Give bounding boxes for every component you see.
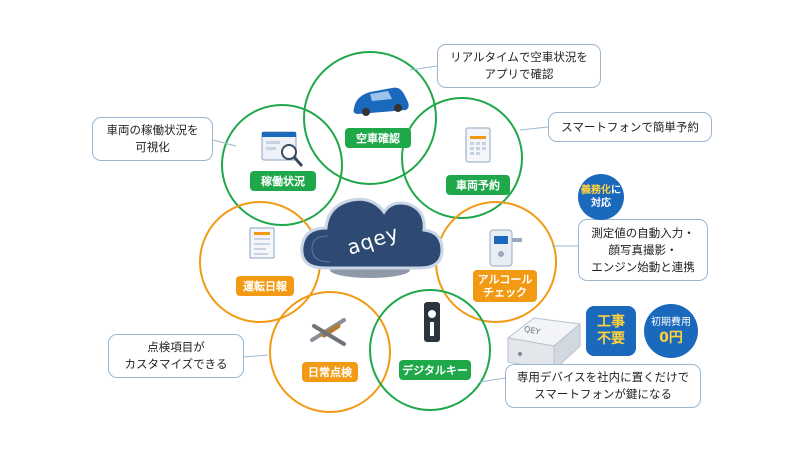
report-clipboard-icon <box>249 227 275 259</box>
circle-inspection <box>269 291 391 413</box>
callout-vacancy-line2: アプリで確認 <box>484 67 554 81</box>
badge-mandatory-suffix: に <box>611 185 621 196</box>
label-daily-inspection: 日常点検 <box>302 362 358 382</box>
label-reservation: 車両予約 <box>446 175 510 195</box>
badge-mandatory-row1: 義務化に <box>581 184 621 197</box>
device-icon <box>506 317 582 372</box>
callout-vacancy: リアルタイムで空車状況を アプリで確認 <box>437 44 601 88</box>
badge-initial-cost-line2: 0円 <box>659 329 683 346</box>
callout-reservation-text: スマートフォンで簡単予約 <box>561 119 699 134</box>
callout-device-line1: 専用デバイスを社内に置くだけで <box>516 370 690 384</box>
badge-initial-cost-line1: 初期費用 <box>651 316 691 328</box>
badge-no-construction: 工事 不要 <box>586 306 636 356</box>
label-alcohol-line1: アルコール <box>477 273 533 286</box>
badge-initial-cost: 初期費用 0円 <box>644 304 698 358</box>
callout-vacancy-line1: リアルタイムで空車状況を <box>450 50 588 64</box>
label-driving-log: 運転日報 <box>236 276 294 296</box>
badge-mandatory: 義務化に 対応 <box>578 174 624 220</box>
callout-inspection-line1: 点検項目が <box>147 340 205 354</box>
callout-device: 専用デバイスを社内に置くだけで スマートフォンが鍵になる <box>505 364 701 408</box>
leader-utilization <box>212 139 237 147</box>
circle-utilization <box>221 104 343 226</box>
badge-no-construction-line1: 工事 <box>597 314 625 330</box>
car-icon <box>353 87 409 116</box>
monitor-magnifier-icon <box>261 131 304 167</box>
callout-device-line2: スマートフォンが鍵になる <box>534 387 672 401</box>
leader-inspection <box>243 354 269 358</box>
leader-reservation <box>519 126 549 131</box>
label-vacancy: 空車確認 <box>345 128 411 148</box>
callout-utilization-line1: 車両の稼働状況を <box>106 123 199 137</box>
circle-vacancy <box>303 51 437 185</box>
tools-icon <box>310 318 346 346</box>
leader-vacancy <box>409 65 438 71</box>
cloud-logo <box>300 197 444 278</box>
badge-mandatory-line2: 対応 <box>591 198 611 209</box>
callout-inspection-line2: カスタマイズできる <box>124 357 228 371</box>
callout-reservation: スマートフォンで簡単予約 <box>548 112 712 142</box>
callout-inspection: 点検項目が カスタマイズできる <box>108 334 244 378</box>
callout-alcohol-line2: 顔写真撮影・ <box>608 242 678 257</box>
callout-utilization: 車両の稼働状況を 可視化 <box>92 117 213 161</box>
label-alcohol-line2: チェック <box>483 286 527 299</box>
label-alcohol-check: アルコール チェック <box>473 270 537 302</box>
leader-device <box>479 377 506 383</box>
label-digital-key: デジタルキー <box>399 360 471 380</box>
alcohol-checker-icon <box>489 229 522 267</box>
circle-reservation <box>401 97 523 219</box>
calendar-phone-icon <box>465 127 491 163</box>
callout-utilization-line2: 可視化 <box>135 140 170 154</box>
callout-alcohol-line3: エンジン始動と連携 <box>591 259 695 274</box>
callout-alcohol-line1: 測定値の自動入力・ <box>591 225 695 240</box>
key-icon <box>424 302 440 342</box>
label-utilization: 稼働状況 <box>250 171 316 191</box>
callout-alcohol: 測定値の自動入力・ 顔写真撮影・ エンジン始動と連携 <box>578 219 708 281</box>
badge-mandatory-line1: 義務化 <box>581 185 611 196</box>
circle-digital-key <box>369 289 491 411</box>
badge-no-construction-line2: 不要 <box>597 331 625 347</box>
